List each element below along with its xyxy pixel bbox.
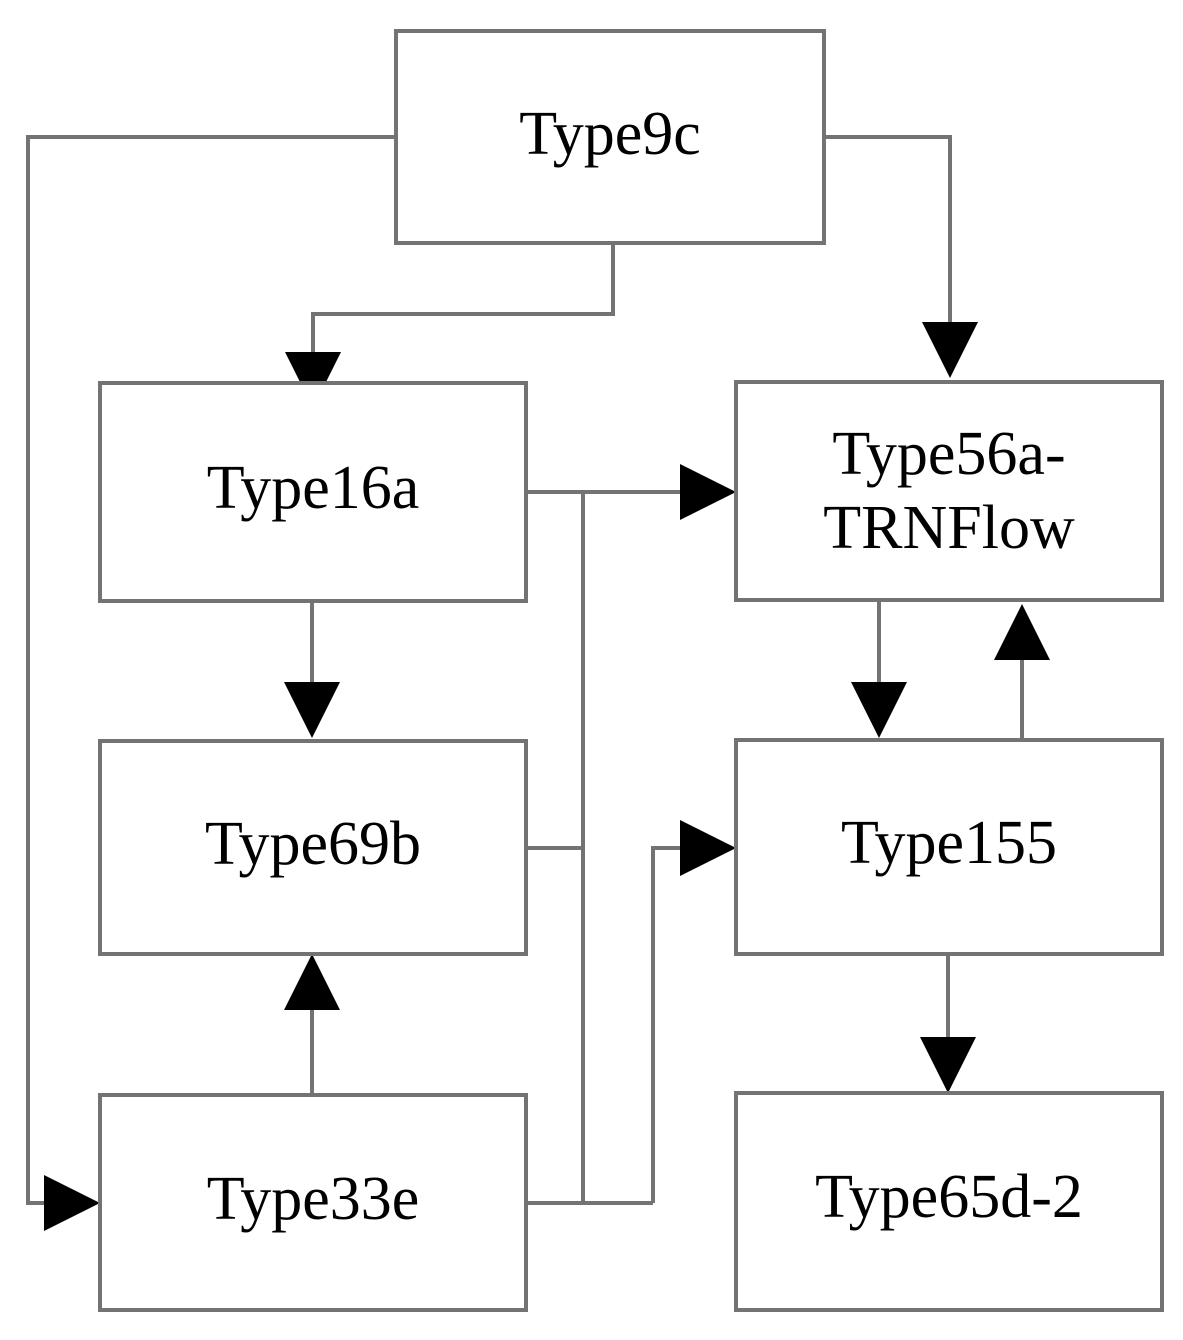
node-label-type33e: Type33e xyxy=(207,1165,420,1233)
edge-type33e-to-type69b xyxy=(284,954,340,1095)
edge-line-trunk-653 xyxy=(651,846,690,1203)
edge-line-9c-56a xyxy=(824,135,952,330)
node-layer: Type9c Type16a Type56a- TRNFlow Type69b … xyxy=(98,29,1164,1312)
arrowhead-right-into-type33e xyxy=(44,1175,100,1231)
node-box-type33e[interactable] xyxy=(98,1093,528,1312)
edge-layer xyxy=(26,135,1050,1231)
node-type33e[interactable]: Type33e xyxy=(98,1093,528,1312)
node-box-type65d-2[interactable] xyxy=(734,1091,1164,1312)
edge-type9c-to-type33e xyxy=(26,135,396,1231)
edge-type33e-to-type155 xyxy=(651,820,736,1203)
node-type65d-2[interactable]: Type65d-2 xyxy=(734,1091,1164,1312)
node-label-type155: Type155 xyxy=(841,809,1057,877)
node-label-type9c: Type9c xyxy=(519,100,701,168)
edge-type56a-to-type155 xyxy=(851,600,907,738)
node-label-type65d-2: Type65d-2 xyxy=(815,1163,1083,1231)
edge-type9c-to-type56a xyxy=(824,135,978,378)
node-label-type69b: Type69b xyxy=(205,810,421,878)
arrowhead-down-into-type16a xyxy=(285,352,341,408)
arrowhead-down-into-type155 xyxy=(851,682,907,738)
node-box-type16a[interactable] xyxy=(98,381,528,603)
arrowhead-up-into-type56a-bottom xyxy=(994,604,1050,660)
edge-line-9c-16a xyxy=(311,243,615,360)
node-label-type16a: Type16a xyxy=(207,454,420,522)
node-box-type155[interactable] xyxy=(734,738,1164,956)
arrowhead-down-into-type69b xyxy=(284,682,340,738)
edge-type16a-to-type56a xyxy=(526,464,736,520)
node-box-type9c[interactable] xyxy=(394,29,826,245)
node-type69b[interactable]: Type69b xyxy=(98,739,528,956)
node-label-type56a-line1: Type56a- xyxy=(832,420,1065,488)
arrowhead-down-into-type65d2 xyxy=(920,1037,976,1093)
edge-line-9c-33e xyxy=(26,135,396,1205)
node-box-type56a-trnflow[interactable] xyxy=(734,380,1164,602)
node-type56a-trnflow[interactable]: Type56a- TRNFlow xyxy=(734,380,1164,602)
node-type9c[interactable]: Type9c xyxy=(394,29,826,245)
arrowhead-right-into-type56a xyxy=(680,464,736,520)
arrowhead-down-into-type56a-top xyxy=(922,322,978,378)
arrowhead-right-into-type155 xyxy=(680,820,736,876)
node-label-type56a-line2: TRNFlow xyxy=(823,494,1075,562)
arrowhead-up-into-type69b xyxy=(284,954,340,1010)
node-type155[interactable]: Type155 xyxy=(734,738,1164,956)
edge-type9c-to-type16a xyxy=(285,243,615,408)
edge-type155-to-type56a xyxy=(994,604,1050,740)
edge-type16a-to-type69b xyxy=(284,601,340,738)
node-type16a[interactable]: Type16a xyxy=(98,381,528,603)
edge-type155-to-type65d2 xyxy=(920,954,976,1093)
